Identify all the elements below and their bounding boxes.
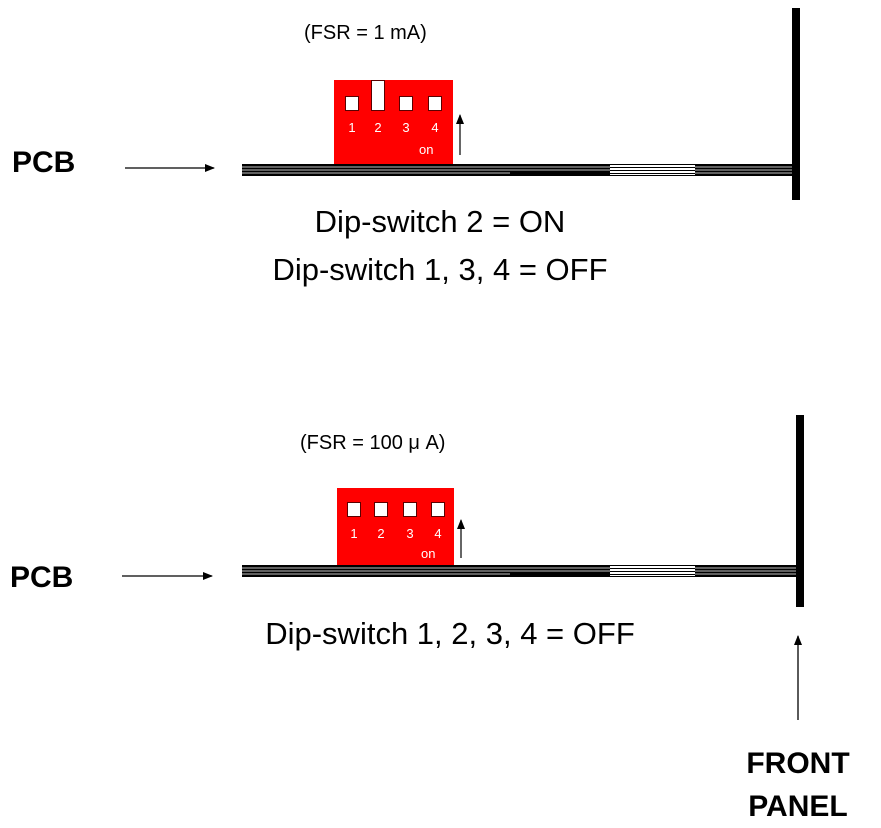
- switch-number-2-2: 2: [377, 526, 385, 541]
- front-panel-label-line-2: PANEL: [748, 790, 848, 823]
- pcb-bar-gap-1: [610, 164, 695, 176]
- switch-number-2-4: 4: [434, 526, 442, 541]
- switch-slot-2-1: [347, 502, 361, 517]
- switch-slot-1-4: [428, 96, 442, 111]
- switch-slot-1-3: [399, 96, 413, 111]
- switch-slot-2-2: [374, 502, 388, 517]
- front-panel-bar-1: [792, 8, 800, 200]
- on-label-2: on: [421, 546, 436, 561]
- switch-slot-2-3: [403, 502, 417, 517]
- pcb-bar-gap-2: [610, 565, 695, 577]
- caption-1-line-1: Dip-switch 2 = ON: [314, 204, 566, 239]
- fsr-label-2: (FSR = 100 μ A): [300, 432, 446, 454]
- dip-switch-2: 1 2 3 4 on: [337, 488, 454, 565]
- switch-number-1-1: 1: [348, 120, 356, 135]
- front-panel-bar-2: [796, 415, 804, 607]
- switch-slot-1-1: [345, 96, 359, 111]
- caption-2-line-1: Dip-switch 1, 2, 3, 4 = OFF: [265, 616, 635, 651]
- pcb-label-2: PCB: [10, 561, 74, 594]
- dip-switch-1: 1 2 3 4 on: [334, 80, 453, 164]
- on-label-1: on: [419, 142, 434, 157]
- switch-slot-1-2: [371, 80, 385, 111]
- front-panel-label: FRONT PANEL: [728, 742, 868, 828]
- fsr-label-1: (FSR = 1 mA): [304, 22, 427, 44]
- switch-number-1-3: 3: [402, 120, 410, 135]
- switch-number-1-2: 2: [374, 120, 382, 135]
- caption-1-line-2: Dip-switch 1, 3, 4 = OFF: [272, 252, 608, 287]
- front-panel-label-line-1: FRONT: [746, 747, 850, 780]
- switch-number-1-4: 4: [431, 120, 439, 135]
- switch-slot-2-4: [431, 502, 445, 517]
- switch-number-2-3: 3: [406, 526, 414, 541]
- switch-number-2-1: 1: [350, 526, 358, 541]
- pcb-label-1: PCB: [12, 146, 76, 179]
